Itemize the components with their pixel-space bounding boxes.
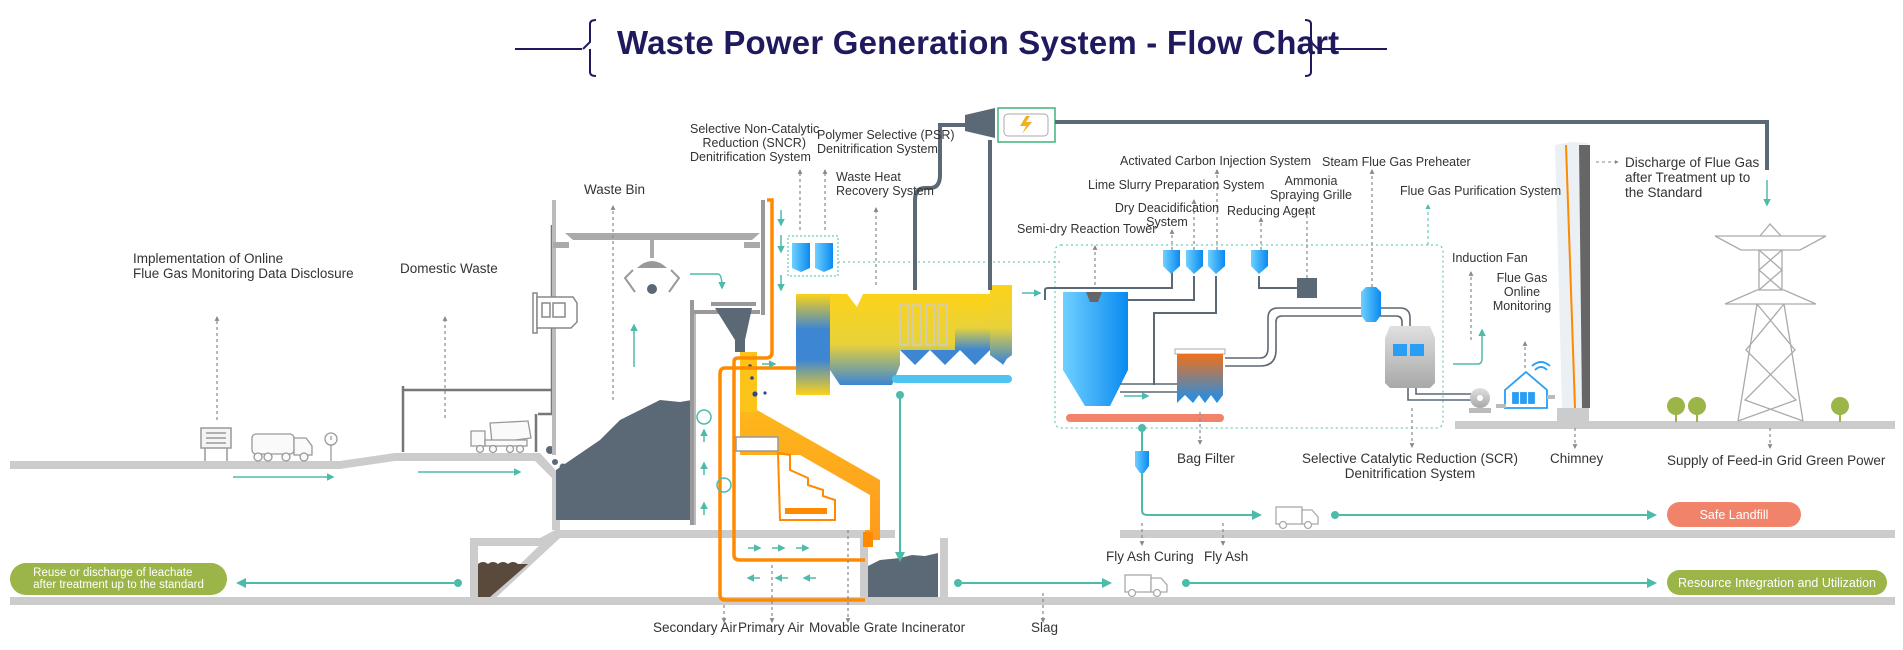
label-line: Reduction (SNCR)	[702, 136, 806, 150]
label-lime-slurry: Lime Slurry Preparation System	[1088, 178, 1265, 192]
label-line: after treatment up to the standard	[33, 579, 204, 591]
page-title: Waste Power Generation System - Flow Cha…	[617, 24, 1340, 61]
label-purification-system: Flue Gas Purification System	[1400, 184, 1562, 198]
label-line: Denitrification System	[690, 150, 811, 164]
scr-reactor-icon	[1385, 326, 1435, 388]
label-waste-bin: Waste Bin	[584, 182, 646, 197]
label-dry-deacid: Dry Deacidification System	[1115, 201, 1219, 229]
label-discharge: Discharge of Flue Gas after Treatment up…	[1625, 155, 1759, 200]
label-line: Online	[1503, 285, 1541, 299]
label-domestic-waste: Domestic Waste	[400, 261, 498, 276]
label-line: Selective Non-Catalytic	[690, 122, 820, 136]
leachate-line	[236, 578, 462, 588]
label-line: System	[1146, 215, 1188, 229]
slag-pit	[868, 391, 938, 597]
label-bag-filter: Bag Filter	[1177, 451, 1235, 466]
label-online-disclosure: Implementation of Online Flue Gas Monito…	[133, 251, 354, 281]
transmission-tower-icon	[1714, 223, 1827, 422]
label-line: Monitoring	[1492, 299, 1552, 313]
label-line: Polymer Selective (PSR)	[817, 128, 955, 142]
reagent-lines	[1128, 276, 1297, 385]
tree-icon	[1667, 397, 1849, 422]
steam-turbine-generator-icon	[965, 107, 1056, 143]
waste-pit	[556, 310, 696, 525]
label-psr: Polymer Selective (PSR) Denitrification …	[817, 128, 955, 156]
label-line: Ammonia	[1284, 174, 1338, 188]
bag-filter-icon	[1174, 348, 1226, 403]
label-ammonia-grille: Ammonia Spraying Grille	[1270, 174, 1352, 202]
control-room-icon	[532, 292, 578, 334]
label-fly-ash: Fly Ash	[1204, 549, 1249, 564]
steam-pipes	[913, 120, 1769, 290]
label-primary-air: Primary Air	[738, 620, 805, 635]
label-induction-fan: Induction Fan	[1452, 251, 1528, 265]
label-pointers	[214, 169, 1773, 623]
label-line: Flue Gas	[1496, 271, 1548, 285]
label-reducing-agent: Reducing Agent	[1227, 204, 1316, 218]
info-board-icon	[200, 427, 232, 461]
safe-landfill-badge: Safe Landfill	[1667, 502, 1801, 527]
label-sncr: Selective Non-Catalytic Reduction (SNCR)…	[690, 122, 820, 164]
road-flow-arrows	[233, 468, 522, 481]
label-line: Spraying Grille	[1270, 188, 1352, 202]
label-line: Selective Catalytic Reduction (SCR)	[1301, 451, 1519, 466]
label-line: after Treatment up to	[1625, 170, 1751, 185]
flue-ducts	[1120, 307, 1474, 401]
title-decoration	[515, 19, 1387, 77]
resource-utilization-badge: Resource Integration and Utilization	[1667, 570, 1887, 595]
label-waste-heat: Waste Heat Recovery System	[836, 170, 934, 198]
garbage-truck-icon	[251, 433, 313, 462]
label-online-monitoring: Flue Gas Online Monitoring	[1493, 271, 1551, 313]
label-slag: Slag	[1031, 620, 1059, 635]
slag-line	[954, 574, 1657, 598]
leachate-pool-icon	[478, 562, 528, 597]
label-steam-preheater: Steam Flue Gas Preheater	[1322, 155, 1471, 169]
ammonia-grille-icon	[1297, 278, 1317, 298]
label-line: Implementation of Online	[133, 251, 284, 266]
warning-sign-icon	[324, 432, 338, 461]
reagent-silo-icon	[1163, 250, 1268, 274]
flow-arrow	[690, 273, 726, 290]
air-supply-pipes	[718, 198, 865, 602]
label-chimney: Chimney	[1550, 451, 1604, 466]
label-line: Reuse or discharge of leachate	[33, 567, 193, 579]
ash-truck-icon	[1275, 506, 1319, 530]
flow-arrow	[1453, 328, 1486, 365]
label-fly-ash-curing: Fly Ash Curing	[1106, 549, 1194, 564]
chimney-icon	[1555, 142, 1590, 421]
label-secondary-air: Secondary Air	[653, 620, 738, 635]
leachate-outcome-badge: Reuse or discharge of leachate after tre…	[10, 563, 227, 595]
label-green-power: Supply of Feed-in Grid Green Power	[1667, 453, 1886, 468]
dump-truck-icon	[470, 420, 532, 454]
label-line: Denitrification System	[817, 142, 938, 156]
label-line: Recovery System	[836, 184, 934, 198]
duct-segment	[1547, 395, 1555, 399]
label-line: the Standard	[1625, 185, 1703, 200]
fly-ash-line	[1135, 424, 1262, 520]
label-line: Dry Deacidification	[1114, 201, 1220, 215]
label-line: Waste Heat	[836, 170, 901, 184]
label-scr: Selective Catalytic Reduction (SCR) Deni…	[1302, 451, 1518, 481]
label-line: Denitrification System	[1344, 466, 1476, 481]
monitoring-station-icon	[1504, 361, 1551, 409]
air-flow-arrows	[700, 210, 816, 582]
semi-dry-tower-icon	[1044, 272, 1224, 422]
purification-boundary	[1054, 244, 1444, 429]
label-line: Discharge of Flue Gas	[1625, 155, 1760, 170]
sncr-tank-icon	[787, 235, 839, 277]
tipping-hall	[401, 225, 554, 452]
label-line: Flue Gas Monitoring Data Disclosure	[133, 266, 354, 281]
steam-preheater-icon	[1361, 287, 1381, 322]
label-semi-dry-tower: Semi-dry Reaction Tower	[1017, 222, 1157, 236]
label-grate-incinerator: Movable Grate Incinerator	[809, 620, 966, 635]
duct-segment	[1496, 404, 1506, 408]
induction-fan-icon	[1469, 388, 1491, 413]
air-fan-icon	[696, 409, 732, 493]
label-activated-carbon: Activated Carbon Injection System	[1120, 154, 1312, 168]
waste-heat-boiler	[796, 285, 1012, 395]
feed-hopper-icon	[690, 200, 765, 525]
landfill-arrow	[1331, 510, 1657, 520]
